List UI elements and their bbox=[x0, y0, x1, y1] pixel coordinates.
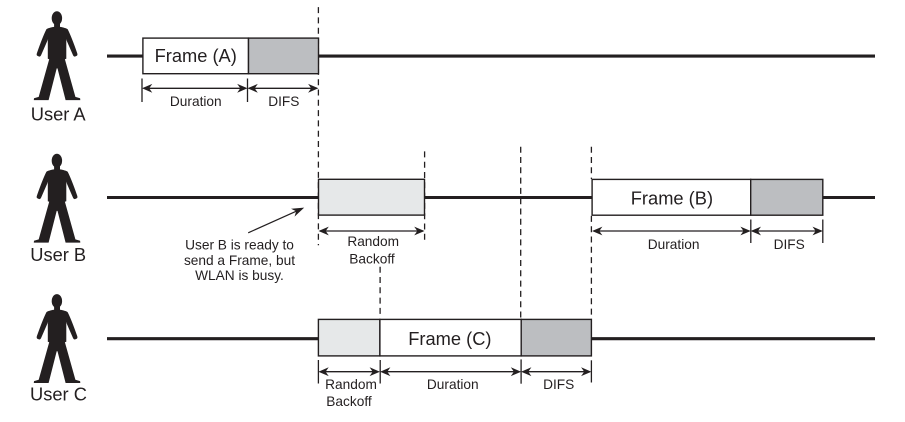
svg-text:Duration: Duration bbox=[427, 377, 479, 392]
svg-text:Frame (A): Frame (A) bbox=[155, 45, 237, 66]
svg-text:Duration: Duration bbox=[170, 94, 222, 109]
svg-text:WLAN is busy.: WLAN is busy. bbox=[195, 268, 284, 283]
svg-text:Backoff: Backoff bbox=[349, 252, 395, 267]
svg-text:Random: Random bbox=[325, 377, 377, 392]
svg-text:Duration: Duration bbox=[648, 237, 700, 252]
svg-text:User A: User A bbox=[31, 103, 87, 124]
svg-text:DIFS: DIFS bbox=[268, 94, 299, 109]
svg-text:User B: User B bbox=[30, 244, 86, 265]
svg-text:User B is ready to: User B is ready to bbox=[185, 238, 294, 253]
svg-text:send a Frame, but: send a Frame, but bbox=[184, 253, 295, 268]
svg-text:DIFS: DIFS bbox=[774, 237, 805, 252]
svg-text:Frame (B): Frame (B) bbox=[631, 188, 713, 209]
svg-text:Random: Random bbox=[347, 234, 399, 249]
svg-text:User C: User C bbox=[30, 384, 87, 405]
svg-text:DIFS: DIFS bbox=[543, 377, 574, 392]
svg-text:Frame (C): Frame (C) bbox=[408, 328, 491, 349]
svg-text:Backoff: Backoff bbox=[326, 394, 372, 409]
